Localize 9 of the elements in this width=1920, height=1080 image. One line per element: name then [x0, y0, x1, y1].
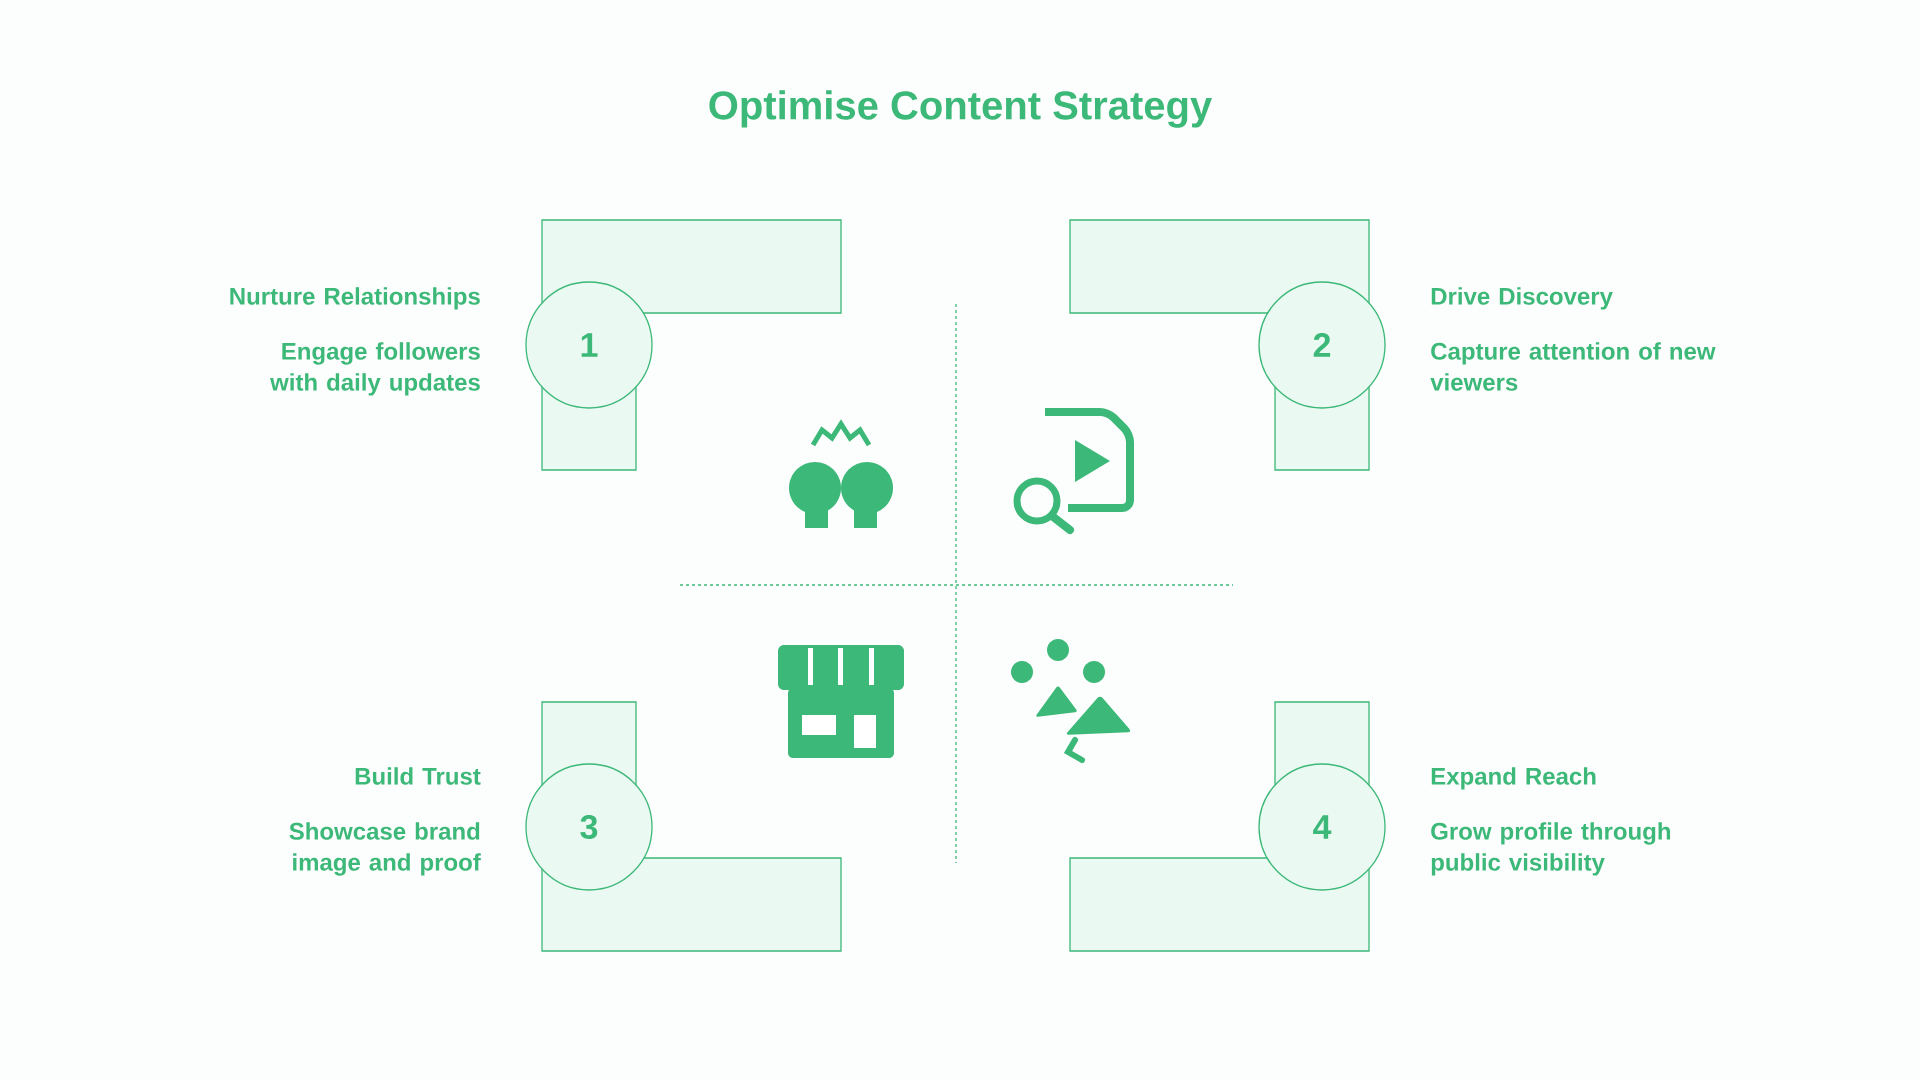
step-heading: Expand Reach [1431, 767, 1596, 790]
step-description: Grow profile through public visibility [1431, 822, 1671, 876]
step-heading: Drive Discovery [1431, 287, 1613, 310]
step-heading: Nurture Relationships [230, 287, 480, 310]
step-description: Engage followers with daily updates [270, 342, 480, 396]
step-description: Showcase brand image and proof [289, 822, 481, 876]
step-description: Capture attention of new viewers [1430, 342, 1716, 391]
step-heading: Build Trust [355, 767, 481, 785]
title: Optimise Content Strategy [709, 90, 1212, 128]
